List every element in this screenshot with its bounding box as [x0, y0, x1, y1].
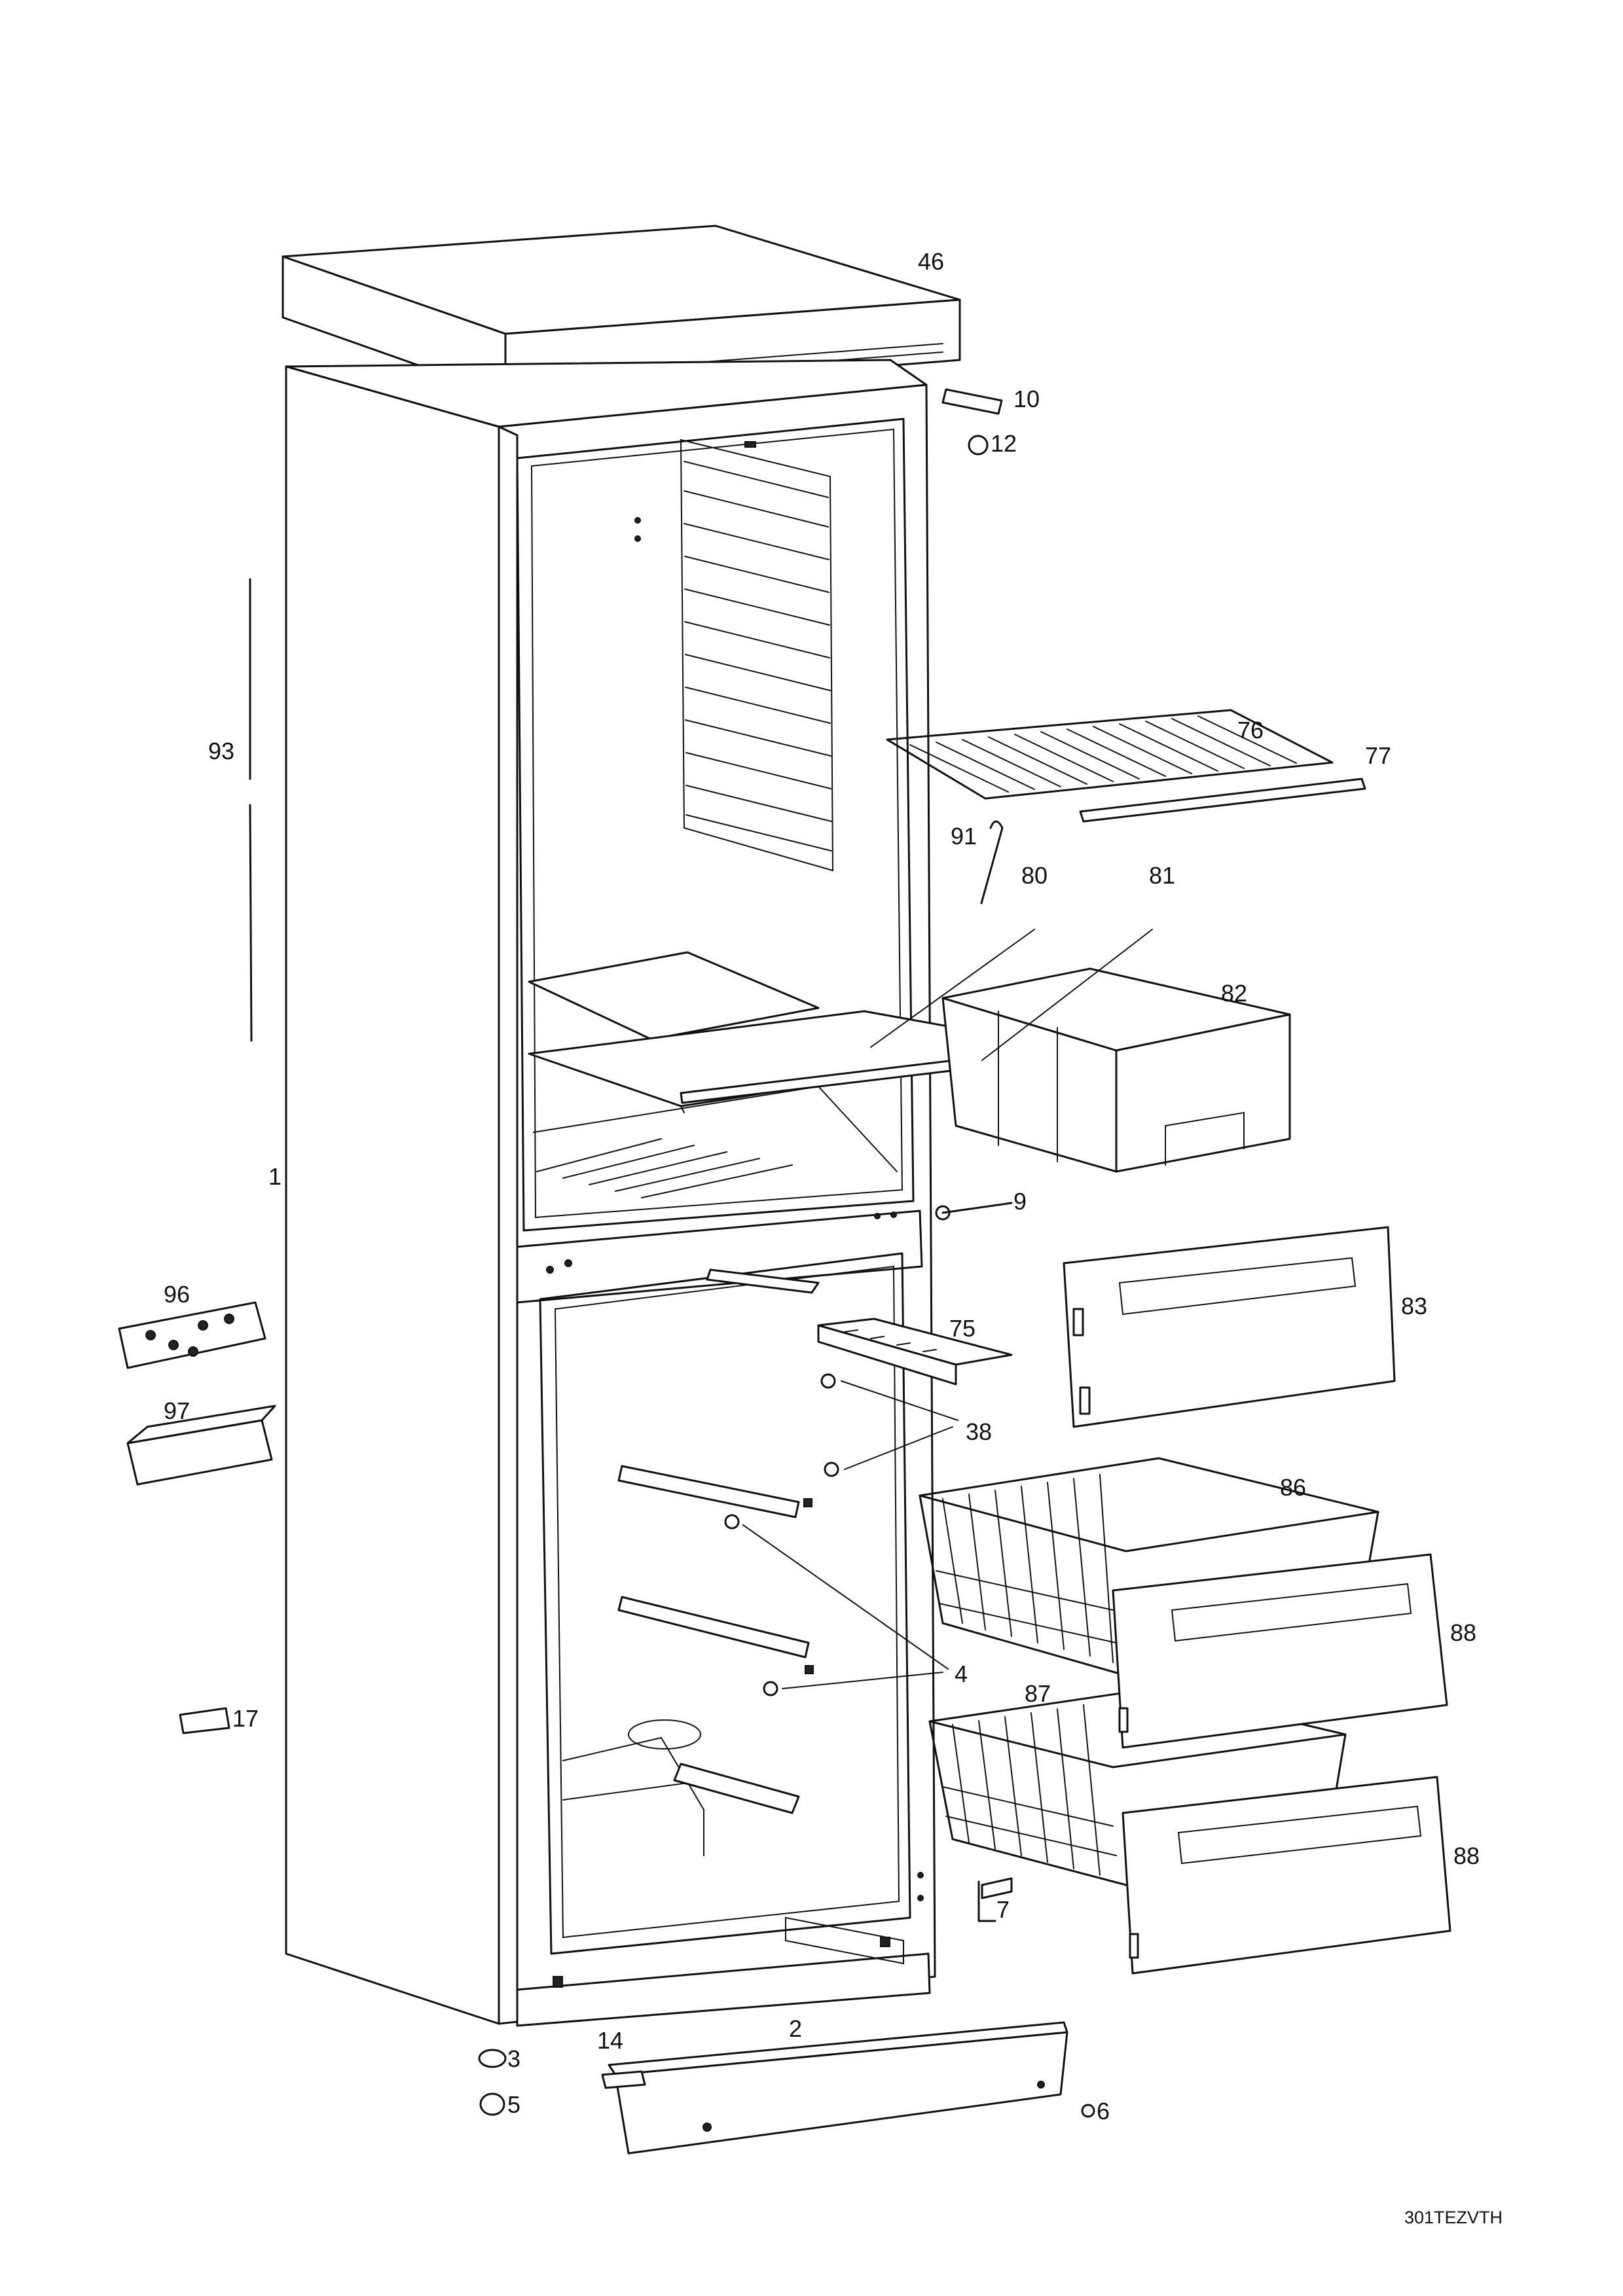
drawer-flap — [1063, 1226, 1396, 1428]
wire-shelf — [886, 709, 1366, 823]
callout-83: 83 — [1401, 1293, 1428, 1319]
callout-4: 4 — [955, 1660, 968, 1687]
callout-6: 6 — [1097, 2098, 1110, 2125]
drawer-front-upper — [1112, 1553, 1448, 1749]
drawer-front-lower — [1122, 1776, 1451, 1975]
callout-38: 38 — [966, 1418, 993, 1445]
callout-10: 10 — [1013, 386, 1040, 412]
callout-97: 97 — [164, 1397, 191, 1424]
drawing-code: 301TEZVTH — [1404, 2208, 1503, 2227]
base-grille — [601, 2021, 1068, 2155]
callout-80: 80 — [1021, 862, 1048, 889]
callout-5: 5 — [507, 2091, 521, 2118]
callout-75: 75 — [949, 1315, 976, 1342]
callout-9: 9 — [1013, 1188, 1027, 1215]
callout-88-upper: 88 — [1450, 1619, 1477, 1646]
callout-12: 12 — [991, 430, 1017, 457]
shelf-runners — [634, 439, 834, 872]
callout-96: 96 — [164, 1281, 191, 1308]
callout-46: 46 — [918, 248, 945, 275]
callout-91: 91 — [951, 823, 977, 850]
leader-lines — [870, 929, 1153, 1061]
clip-part — [980, 820, 1004, 905]
callout-77: 77 — [1365, 742, 1392, 769]
callout-3: 3 — [507, 2045, 521, 2072]
callout-86: 86 — [1280, 1474, 1307, 1501]
callout-81: 81 — [1149, 862, 1176, 889]
callout-88-lower: 88 — [1453, 1842, 1480, 1869]
callout-14: 14 — [597, 2027, 624, 2054]
cabinet-body — [285, 359, 1065, 2027]
callout-76: 76 — [1237, 717, 1264, 744]
callout-1: 1 — [268, 1163, 282, 1190]
callout-17: 17 — [232, 1705, 259, 1732]
callout-87: 87 — [1025, 1680, 1051, 1707]
callout-82: 82 — [1221, 980, 1248, 1007]
ice-tray — [817, 1318, 1013, 1386]
hinge-plate-part — [118, 1301, 266, 1369]
crisper-drawer — [941, 967, 1291, 1173]
callout-93: 93 — [208, 738, 235, 764]
door-handle-part — [126, 1405, 276, 1486]
rail-screws — [724, 1373, 958, 1696]
small-hardware — [179, 388, 1095, 2118]
callout-2: 2 — [789, 2015, 803, 2042]
door-seal-strips — [249, 578, 253, 1042]
callout-7: 7 — [996, 1896, 1010, 1923]
